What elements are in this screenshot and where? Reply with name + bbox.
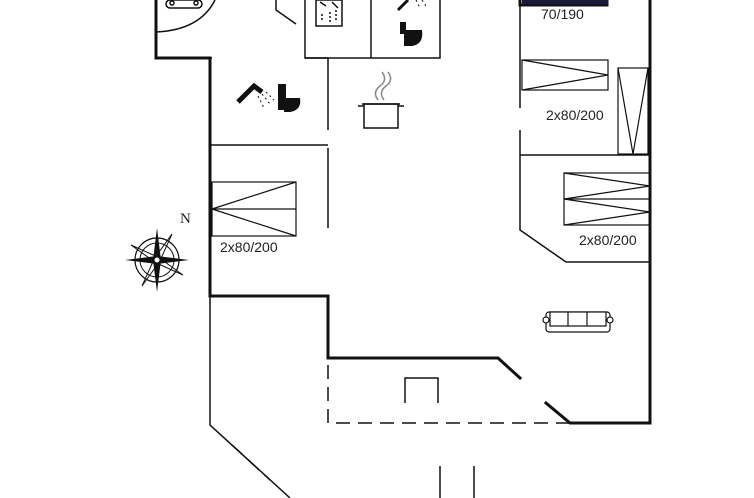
toilet-icon [278, 84, 301, 112]
toilet-icon [400, 22, 423, 46]
bed-right-upper-label: 2x80/200 [546, 107, 604, 123]
dashed-lines [231, 365, 570, 481]
bed-right-lower [563, 172, 651, 226]
bed-top [522, 0, 608, 4]
terrace-lines [404, 377, 475, 498]
shower-icon [236, 82, 275, 109]
compass-north-label: N [180, 211, 191, 227]
bed-right-lower-label: 2x80/200 [579, 232, 637, 248]
bed-left-label: 2x80/200 [220, 239, 278, 255]
shower-icon [396, 0, 410, 12]
interior-walls [209, 0, 650, 498]
sofa-icon [542, 311, 614, 333]
compass-rose-icon [125, 228, 189, 292]
bed-top-label: 70/190 [541, 6, 584, 22]
hot-tub-icon [155, 0, 216, 33]
pot-icon [358, 71, 404, 129]
shower-icon [315, 0, 343, 27]
walls [154, 0, 652, 425]
bed-right-upper [521, 59, 649, 155]
bed-left [211, 181, 297, 237]
